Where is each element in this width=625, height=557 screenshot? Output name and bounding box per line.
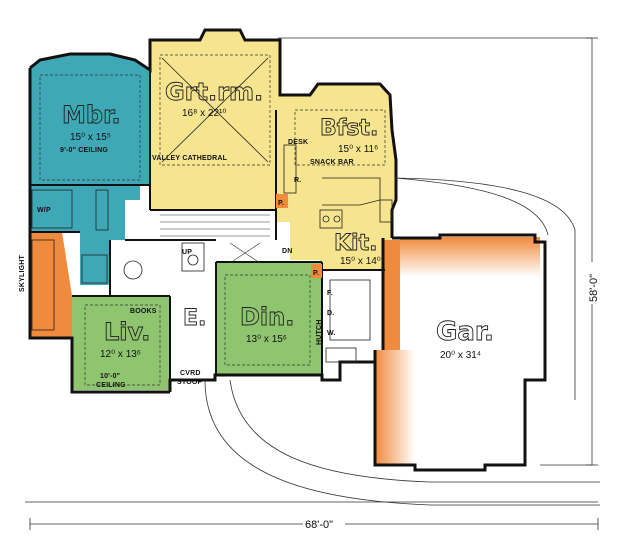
exterior-walls (29, 28, 398, 238)
dining-title: Din. (240, 303, 294, 331)
living-ceiling-2: CEILING (96, 382, 126, 389)
overall-width: 68'-0" (305, 519, 333, 531)
great-room-title: Grt.rm. (165, 78, 263, 106)
fixtures (31, 144, 393, 363)
garage-title: Gar. (436, 317, 494, 347)
pantry-lower-label: P. (313, 270, 319, 277)
washer-label: W. (327, 330, 336, 337)
desk-label: DESK (288, 139, 308, 146)
pantry-upper-box (276, 194, 288, 208)
down-kitchen-label: DN (282, 248, 293, 255)
refrigerator-label: R. (294, 177, 301, 184)
walk-in-pantry-label: W/P (37, 207, 51, 214)
west-wall (28, 68, 170, 394)
hutch-label: HUTCH (316, 320, 323, 346)
master-ceiling: 9'-0" CEILING (60, 147, 108, 154)
kitchen-fill (276, 84, 396, 270)
living-ceiling-1: 10'-0" (100, 373, 120, 380)
garage-dims: 20⁰ x 31⁴ (440, 350, 481, 361)
garage-top-shade (400, 237, 540, 277)
interior-walls (30, 70, 385, 392)
garage-left-shade (375, 350, 415, 465)
covered-stoop-2: STOOP (177, 379, 203, 386)
great-room-fill (150, 30, 280, 210)
up-label: UP (182, 249, 192, 256)
covered-stoop-1: CVRD (180, 370, 201, 377)
master-dims: 15⁰ x 15⁵ (70, 132, 111, 143)
pantry-lower-box (311, 264, 322, 278)
dryer-label: D. (327, 310, 334, 317)
garage-walls (373, 233, 547, 472)
books-label: BOOKS (130, 308, 157, 315)
breakfast-dims: 15⁰ x 11⁶ (338, 144, 378, 155)
overall-width-bg (303, 517, 345, 531)
entry-title: E. (183, 306, 206, 331)
pantry-upper-label: P. (278, 200, 284, 207)
furnace-label: F. (327, 290, 333, 297)
ceiling-lines (39, 54, 386, 386)
overall-depth-bg (585, 262, 599, 304)
garage-wall-accent (383, 240, 400, 350)
kitchen-dims: 15⁰ x 14⁰ (340, 256, 381, 267)
skylight-label: SKYLIGHT (19, 254, 26, 292)
dining-fill (216, 262, 322, 375)
living-fill (72, 296, 170, 390)
dining-dims: 13⁰ x 15⁶ (246, 334, 287, 345)
living-title: Liv. (104, 318, 150, 346)
snack-bar-label: SNACK BAR (310, 159, 354, 166)
entry-walls (168, 350, 377, 392)
stairs (160, 214, 270, 264)
great-room-dims: 16⁸ x 22¹⁰ (182, 108, 226, 119)
breakfast-title: Bfst. (320, 116, 378, 141)
living-dims: 12⁰ x 13⁶ (100, 349, 141, 360)
valley-cathedral: VALLEY CATHEDRAL (152, 155, 228, 162)
kitchen-title: Kit. (334, 231, 377, 256)
closet-fill (30, 232, 72, 338)
overall-depth: 58'-0" (588, 274, 600, 302)
master-title: Mbr. (62, 101, 121, 129)
master-bedroom-fill (30, 54, 150, 285)
